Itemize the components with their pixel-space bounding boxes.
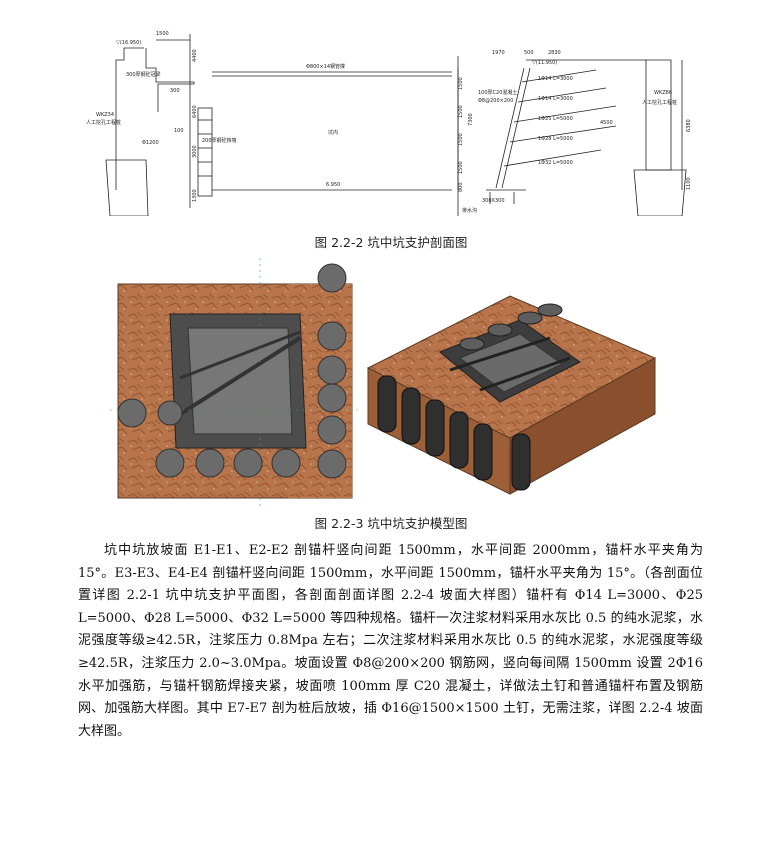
dim-100: 100 <box>174 128 184 134</box>
figure-caption-1: 图 2.2-2 坑中坑支护剖面图 <box>314 235 468 250</box>
right-small-1: 300X300 <box>482 198 505 204</box>
pile <box>155 448 185 478</box>
iso-pit-bottom <box>459 333 563 393</box>
left-wall-outline <box>115 47 144 190</box>
dim-6400: 6400 <box>192 105 198 118</box>
iso-pile <box>517 311 543 325</box>
left-bored-pile <box>105 159 149 217</box>
iso-front-pile <box>377 375 397 433</box>
strut-label: Φ800×14钢管撑 <box>306 63 345 70</box>
plan-strut-2 <box>179 330 301 380</box>
iso-pile <box>459 337 485 351</box>
left-pile-label-2: 200厚钢砼挡墙 <box>202 137 237 144</box>
right-pile <box>645 59 672 171</box>
section-drawing-svg: ▽(16.950) 1500 4400 300 6400 100 3000 13… <box>86 31 692 217</box>
right-v-dim: 1500 <box>458 77 464 90</box>
model-figure <box>110 258 665 506</box>
iso-front-pile <box>449 411 469 469</box>
left-pile-label-3: Φ1200 <box>142 140 159 146</box>
slope-text-2: Φ8@200×200 <box>478 98 513 104</box>
anchor-2 <box>517 87 607 103</box>
iso-pile <box>487 323 513 337</box>
section-drawing: ▽(16.950) 1500 4400 300 6400 100 3000 13… <box>86 20 694 217</box>
pile <box>317 449 347 479</box>
right-dim-2: 500 <box>524 50 534 56</box>
pile <box>317 355 347 385</box>
right-mark: ▽(11.950) <box>532 60 557 66</box>
right-dim-1: 1970 <box>492 50 505 56</box>
plan-strut-1 <box>172 336 302 420</box>
slope-face <box>495 67 525 189</box>
right-dim-4500: 4500 <box>600 120 613 126</box>
right-dim-1100: 1100 <box>686 177 692 190</box>
right-v-dim: 1500 <box>458 105 464 118</box>
model-figure-svg <box>110 258 657 506</box>
dim-1300: 1300 <box>192 189 198 202</box>
anchor-label-4: 1Φ28 L=5000 <box>538 136 573 142</box>
left-pile-label-5: 人工挖孔工程桩 <box>86 119 121 126</box>
left-pile-label-4: WKZ34 <box>96 112 114 118</box>
pit-center-label: 坑内 <box>328 129 338 136</box>
plan-view-model <box>110 258 360 506</box>
dim-3000: 3000 <box>192 145 198 158</box>
dim-300: 300 <box>170 88 180 94</box>
anchor-label-3: 1Φ25 L=5000 <box>538 116 573 122</box>
right-small-2: 排水沟 <box>462 207 477 214</box>
left-pile-wall <box>197 107 213 197</box>
body-text: 坑中坑放坡面 E1-E1、E2-E2 剖锚杆竖向间距 1500mm，水平间距 2… <box>78 540 703 743</box>
anchor-label-2: 1Φ14 L=3000 <box>538 96 573 102</box>
pile <box>233 448 263 478</box>
iso-front-pile <box>425 399 445 457</box>
plan-pit-bottom <box>187 327 293 435</box>
iso-front-pile <box>473 423 493 481</box>
dim-top-1500: 1500 <box>156 31 169 37</box>
pile <box>157 400 183 426</box>
anchor-label-5: 1Φ32 L=5000 <box>538 160 573 166</box>
pile <box>317 415 347 445</box>
iso-strut-1 <box>449 336 551 372</box>
figure-caption-2: 图 2.2-3 坑中坑支护模型图 <box>314 516 468 531</box>
iso-right-face <box>509 357 656 495</box>
left-mark: ▽(16.950) <box>116 40 141 46</box>
anchor-label-1: 1Φ14 L=3000 <box>538 76 573 82</box>
right-pile-label-2: 人工挖孔工程桩 <box>642 99 677 106</box>
right-pile-label-1: WKZ86 <box>654 90 672 96</box>
pile <box>195 448 225 478</box>
right-dim-6380: 6380 <box>686 119 692 132</box>
pile <box>117 398 147 428</box>
anchor-1 <box>521 69 597 83</box>
iso-pile <box>537 303 563 317</box>
right-dim-3: 2830 <box>548 50 561 56</box>
body-paragraph: 坑中坑放坡面 E1-E1、E2-E2 剖锚杆竖向间距 1500mm，水平间距 2… <box>78 543 703 739</box>
iso-front-pile <box>401 387 421 445</box>
anchor-5 <box>503 149 602 167</box>
right-v-dim: 800 <box>458 182 464 192</box>
left-pile-label-1: 300厚钢砼冠梁 <box>126 71 161 78</box>
anchor-4 <box>509 125 617 143</box>
pile <box>317 383 347 413</box>
pile <box>317 263 347 293</box>
right-vertical-dims: 1500 1500 1500 1500 800 <box>458 77 464 192</box>
iso-front-pile <box>511 433 531 491</box>
right-total: 7300 <box>468 113 474 126</box>
right-v-dim: 1500 <box>458 133 464 146</box>
pile <box>271 448 301 478</box>
dim-4400: 4400 <box>192 49 198 62</box>
bottom-elev: 6.950 <box>326 182 340 188</box>
iso-view-model <box>366 295 657 495</box>
pile <box>317 321 347 351</box>
anchor-3 <box>513 105 617 123</box>
slope-text-1: 100厚C20混凝土 <box>478 89 517 96</box>
right-v-dim: 1500 <box>458 161 464 174</box>
iso-strut-2 <box>479 356 571 392</box>
